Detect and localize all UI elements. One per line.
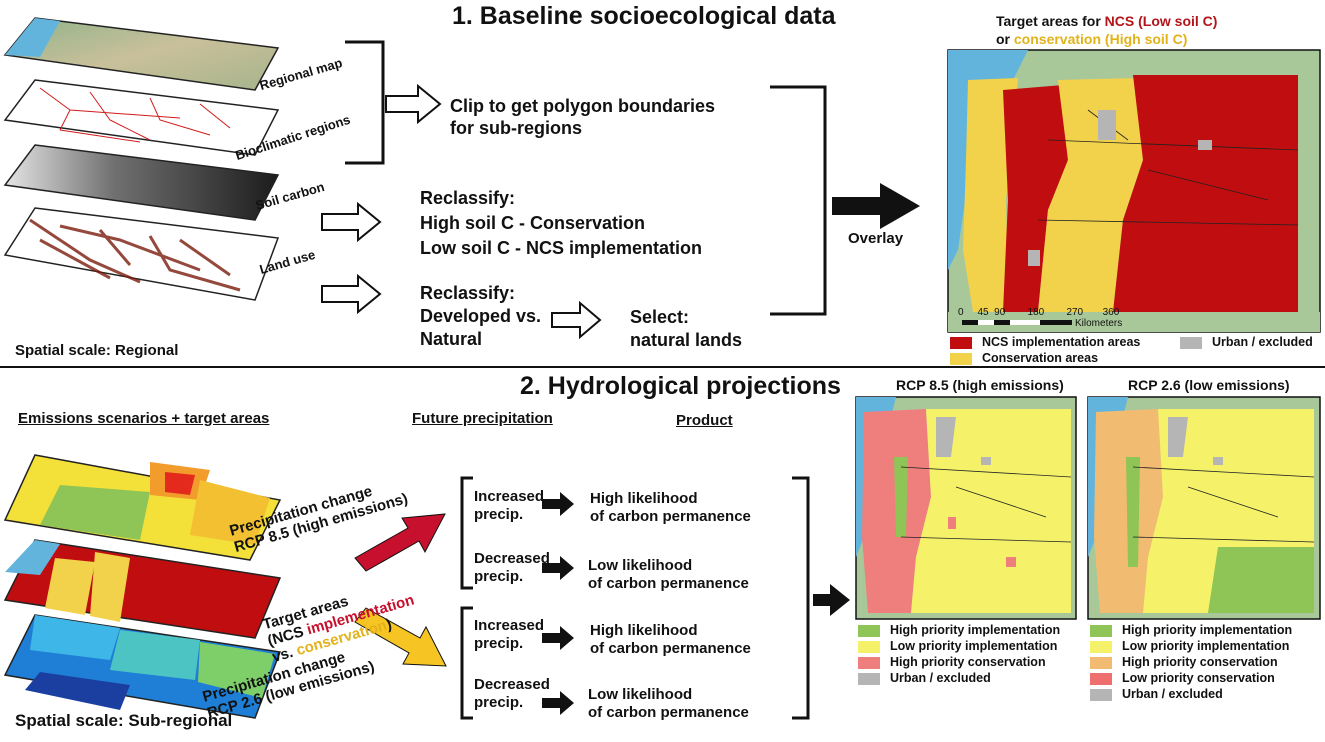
reclassify-landuse-text: Reclassify: Developed vs. Natural: [420, 283, 542, 349]
swatch26-hp-implementation: [1090, 624, 1112, 637]
col-header-future-precip: Future precipitation: [412, 410, 553, 427]
map-rcp85: [855, 396, 1077, 620]
flow-arrows-section1: [0, 40, 1325, 368]
legend-target-areas: NCS implementation areas Conservation ar…: [950, 335, 1140, 367]
layer-rcp26-precip: [3, 614, 282, 719]
swatch85-hp-implementation: [858, 624, 880, 637]
select-text: Select: natural lands: [630, 307, 743, 350]
layer-land-use: [3, 207, 280, 301]
scale-unit: Kilometers: [1075, 318, 1123, 329]
swatch-ncs: [950, 336, 972, 349]
layer-soil-carbon: [3, 144, 280, 221]
target-areas-map: [947, 49, 1321, 333]
swatch85-lp-implementation: [858, 640, 880, 653]
layer-stack-subregional: [3, 454, 447, 719]
spatial-scale-regional: Spatial scale: Regional: [15, 342, 179, 359]
swatch-conservation: [950, 352, 972, 365]
legend-rcp26: High priority implementation Low priorit…: [1090, 623, 1292, 703]
clip-text: Clip to get polygon boundaries for sub-r…: [450, 96, 715, 138]
layer-stack-regional: [3, 17, 280, 301]
section2-title: 2. Hydrological projections: [520, 372, 841, 400]
ncs-highlight: NCS (Low soil C): [1104, 13, 1218, 29]
layer-target-areas: [3, 539, 282, 639]
swatch26-hp-conservation: [1090, 656, 1112, 669]
swatch26-lp-implementation: [1090, 640, 1112, 653]
swatch85-urban: [858, 672, 880, 685]
layer-bioclimatic: [3, 79, 280, 156]
map-rcp85-title: RCP 8.5 (high emissions): [896, 377, 1064, 393]
section1-title: 1. Baseline socioecological data: [452, 2, 836, 30]
target-map-title: Target areas for NCS (Low soil C) or con…: [996, 13, 1218, 47]
overlay-label: Overlay: [848, 230, 904, 247]
legend-urban: Urban / excluded: [1180, 335, 1313, 351]
reclassify-soil-text: Reclassify: High soil C - Conservation L…: [420, 188, 703, 258]
layer-regional-map: [3, 17, 280, 91]
flow-arrows-section2: [460, 476, 850, 720]
map-rcp26-title: RCP 2.6 (low emissions): [1128, 377, 1290, 393]
scale-bar-labels: 0 45 90 180 270 360: [958, 307, 1120, 318]
col-header-product: Product: [676, 412, 733, 429]
swatch26-urban: [1090, 688, 1112, 701]
layer-rcp85-precip: [3, 454, 282, 561]
conservation-highlight: conservation (High soil C): [1013, 31, 1188, 47]
swatch85-hp-conservation: [858, 656, 880, 669]
col-header-emissions: Emissions scenarios + target areas: [18, 410, 270, 427]
map-rcp26: [1087, 396, 1321, 620]
spatial-scale-subregional: Spatial scale: Sub-regional: [15, 711, 233, 730]
legend-rcp85: High priority implementation Low priorit…: [858, 623, 1060, 687]
swatch-urban: [1180, 336, 1202, 349]
swatch26-lp-conservation: [1090, 672, 1112, 685]
